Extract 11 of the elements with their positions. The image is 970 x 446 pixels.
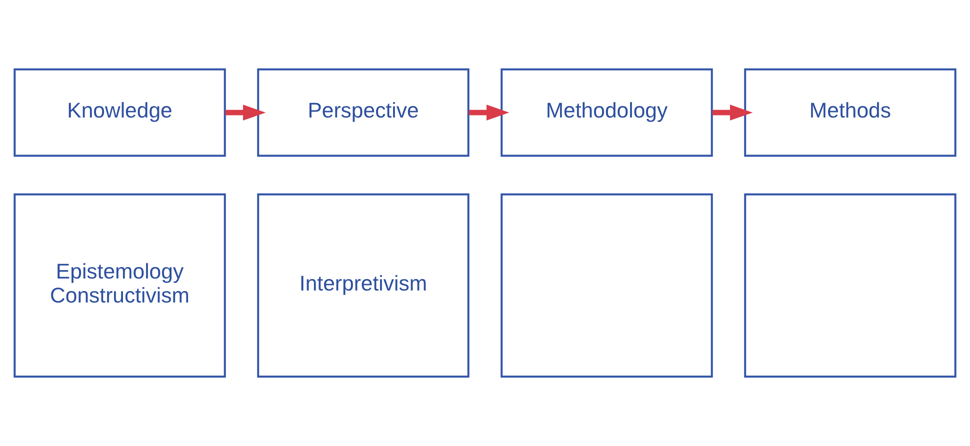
- node-box: Interpretivism: [257, 193, 470, 378]
- arrow: [225, 104, 266, 120]
- arrow: [468, 104, 510, 120]
- node-box: [744, 193, 956, 378]
- arrow: [712, 104, 753, 120]
- node-box: Knowledge: [14, 68, 226, 157]
- node-box: Methodology: [500, 68, 713, 157]
- node-box: Perspective: [257, 68, 470, 157]
- node-box: [500, 193, 713, 378]
- node-box: Methods: [744, 68, 956, 157]
- node-box: Epistemology Constructivism: [14, 193, 226, 378]
